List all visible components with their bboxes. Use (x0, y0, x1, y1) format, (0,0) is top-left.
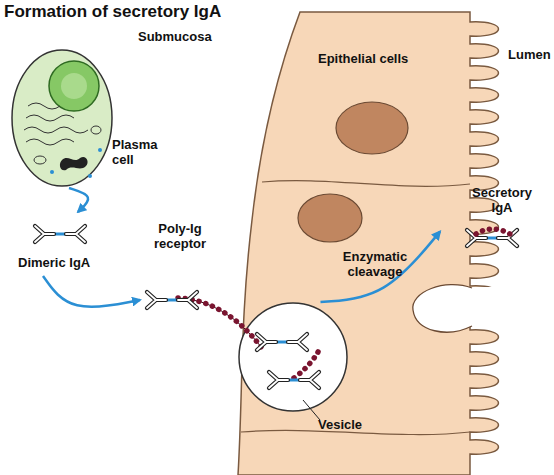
plasma-cell-shape (12, 50, 112, 186)
region-label: Lumen (508, 48, 551, 63)
j-chain (166, 299, 178, 302)
cell-label: Plasma cell (112, 138, 164, 168)
dimeric-iga: Dimeric IgA (8, 212, 108, 276)
antibody (498, 230, 517, 246)
vesicle-circle: Vesicle (238, 302, 348, 412)
antibody (178, 292, 197, 308)
vesicle-label: Vesicle (318, 418, 378, 433)
j-chain (54, 233, 66, 236)
antibody (35, 226, 54, 242)
epithelium-band: Epithelial cellsVesicle (238, 10, 554, 475)
epithelium-band-shape (238, 12, 499, 475)
j-chain (486, 237, 498, 240)
region-label: Submucosa (138, 30, 212, 45)
cell-label: Epithelial cells (318, 52, 448, 67)
molecule-label: Secretory IgA (462, 186, 542, 216)
vesicle-circle-outline (238, 302, 348, 412)
vesicle-circle-shape (239, 303, 347, 411)
arrow-connector (43, 276, 140, 307)
diagram-title: Formation of secretory IgA (4, 2, 221, 22)
receptor-complex: Poly-Ig receptor (140, 222, 250, 322)
molecule-label: Poly-Ig receptor (140, 222, 220, 252)
arrow-connector (69, 188, 88, 212)
antibody (147, 292, 166, 308)
plasma-cell-outline (12, 48, 162, 188)
process-label: Enzymatic cleavage (338, 250, 412, 280)
antibody (66, 226, 85, 242)
molecule-label: Dimeric IgA (18, 256, 108, 271)
plasma-cell: Plasma cell (12, 48, 162, 188)
